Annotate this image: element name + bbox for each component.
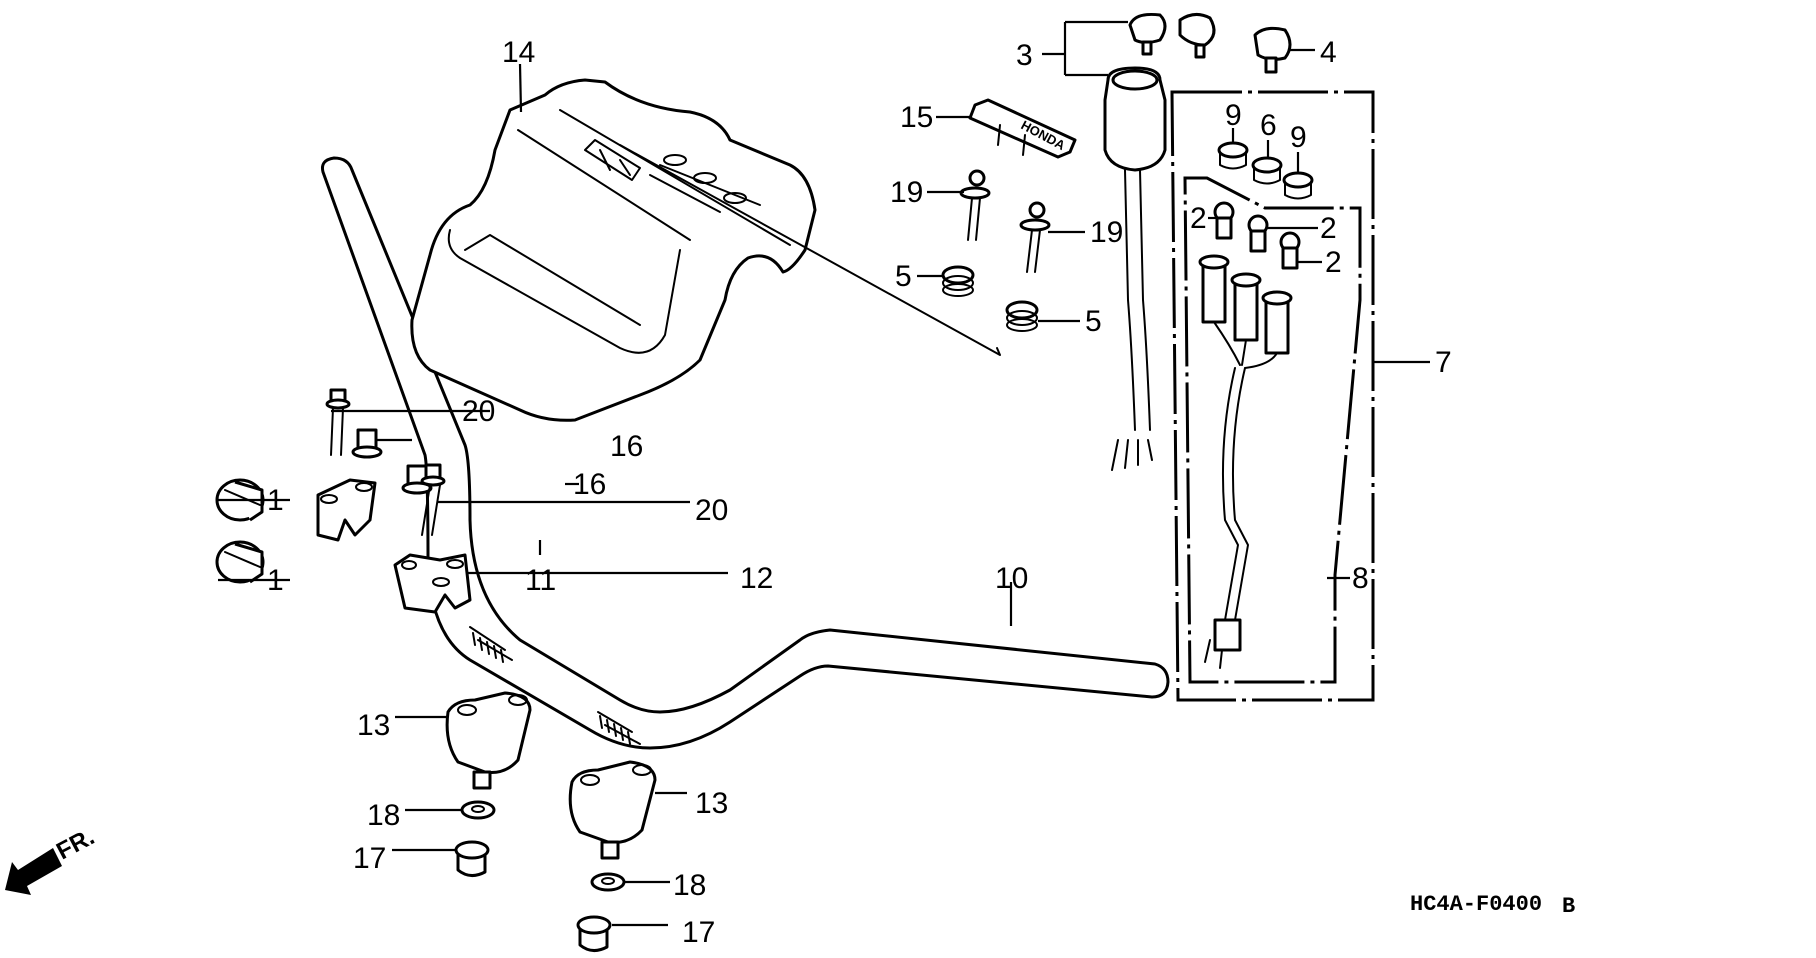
collar-upper[interactable]: [351, 428, 383, 459]
key-pair[interactable]: [1128, 13, 1216, 59]
screw-right[interactable]: [1019, 201, 1051, 273]
callout-12[interactable]: 12: [740, 562, 773, 595]
callout-9-left[interactable]: 9: [1225, 99, 1242, 132]
callout-17-right[interactable]: 17: [682, 916, 715, 949]
callout-18-left[interactable]: 18: [367, 799, 400, 832]
ignition-switch[interactable]: [1103, 66, 1167, 471]
figure-code: HC4A-F0400 B: [1410, 892, 1575, 919]
upper-holder-12[interactable]: [393, 553, 472, 614]
callout-17-left[interactable]: 17: [353, 842, 386, 875]
emblem[interactable]: HONDA: [968, 98, 1077, 159]
callout-19-left[interactable]: 19: [890, 176, 923, 209]
lower-holder-left[interactable]: [445, 691, 532, 790]
callout-20-upper[interactable]: 20: [462, 395, 495, 428]
lower-holder-right[interactable]: [568, 760, 657, 860]
handlebar-cover[interactable]: [410, 78, 1001, 422]
knurl-band-left: [469, 626, 513, 663]
bolt-upper[interactable]: [325, 388, 351, 456]
nut-left[interactable]: [454, 840, 490, 877]
callout-7[interactable]: 7: [1435, 346, 1452, 379]
callout-18-right[interactable]: 18: [673, 869, 706, 902]
key-single[interactable]: [1253, 26, 1292, 74]
lens-caps[interactable]: [1217, 141, 1314, 200]
bulbs[interactable]: [1213, 201, 1301, 270]
callout-6[interactable]: 6: [1260, 109, 1277, 142]
figure-revision: B: [1562, 894, 1575, 919]
grommet-left[interactable]: [941, 265, 975, 297]
bolt-lower[interactable]: [420, 463, 446, 536]
callout-14[interactable]: 14: [502, 36, 535, 69]
front-direction-arrow: FR.: [5, 823, 99, 895]
collar-lower[interactable]: [401, 464, 433, 495]
figure-code-text: HC4A-F0400: [1410, 892, 1542, 917]
callout-4[interactable]: 4: [1320, 36, 1337, 69]
callout-20-lower[interactable]: 20: [695, 494, 728, 527]
callout-8[interactable]: 8: [1352, 562, 1369, 595]
band-clamp-lower[interactable]: [215, 540, 265, 584]
callout-16-lower[interactable]: 16: [573, 468, 606, 501]
callout-5-left[interactable]: 5: [895, 260, 912, 293]
callout-3[interactable]: 3: [1016, 39, 1033, 72]
callout-2-c[interactable]: 2: [1325, 246, 1342, 279]
callout-2-b[interactable]: 2: [1320, 212, 1337, 245]
handlebar[interactable]: [321, 156, 1170, 750]
callout-13-right[interactable]: 13: [695, 787, 728, 820]
callout-10[interactable]: 10: [995, 562, 1028, 595]
indicator-harness[interactable]: [1198, 254, 1293, 669]
callout-1-lower[interactable]: 1: [267, 564, 284, 597]
callout-19-right[interactable]: 19: [1090, 216, 1123, 249]
callout-5-right[interactable]: 5: [1085, 305, 1102, 338]
callout-labels: 14 3 4 15 19 19 5 5 9 6 9 2 2 2 7 8 20 1…: [267, 36, 1452, 949]
callout-1-upper[interactable]: 1: [267, 484, 284, 517]
nut-right[interactable]: [576, 915, 612, 952]
screw-left[interactable]: [959, 169, 991, 241]
knurl-band-right: [597, 711, 641, 745]
callout-9-right[interactable]: 9: [1290, 121, 1307, 154]
washer-left[interactable]: [460, 800, 496, 820]
upper-holder-11[interactable]: [316, 478, 377, 542]
front-direction-label: FR.: [52, 823, 99, 865]
callout-15[interactable]: 15: [900, 101, 933, 134]
callout-13-left[interactable]: 13: [357, 709, 390, 742]
callout-2-a[interactable]: 2: [1190, 202, 1207, 235]
washer-right[interactable]: [590, 872, 626, 892]
callout-11[interactable]: 11: [525, 564, 556, 597]
indicator-assembly-frame: [1170, 90, 1375, 702]
grommet-right[interactable]: [1005, 300, 1039, 332]
leader-lines: [218, 20, 1430, 927]
callout-16-upper[interactable]: 16: [610, 430, 643, 463]
